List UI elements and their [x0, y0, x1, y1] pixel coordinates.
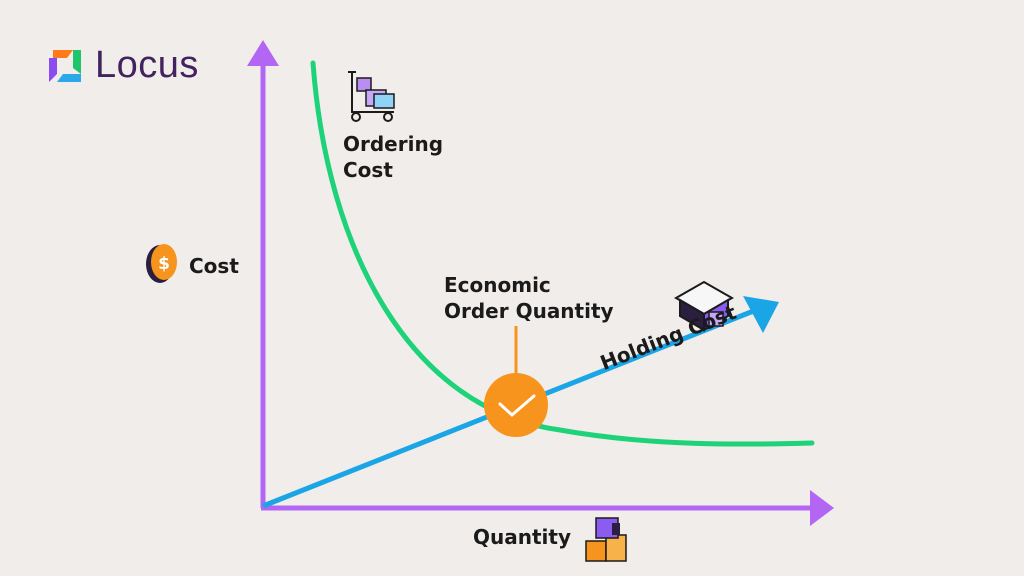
eoq-label: Economic Order Quantity [444, 272, 614, 324]
eoq-label-line1: Economic [444, 273, 551, 297]
brand-name: Locus [95, 44, 199, 86]
ordering-cost-label: Ordering Cost [343, 131, 443, 183]
cost-axis-label: Cost [189, 254, 239, 278]
checkmark-icon [498, 394, 536, 417]
quantity-axis-label: Quantity [473, 525, 571, 549]
locus-logo-icon [49, 50, 81, 82]
ordering-cost-label-line1: Ordering [343, 132, 444, 156]
eoq-label-line2: Order Quantity [444, 299, 614, 323]
brand-logo: Locus [45, 46, 199, 86]
dollar-coin-icon: $ [146, 244, 177, 283]
eoq-marker [484, 373, 548, 437]
x-axis-arrowhead [810, 490, 834, 526]
warehouse-icon [673, 280, 735, 332]
holding-cost-arrowhead [743, 296, 779, 333]
trolley-boxes-icon [348, 71, 395, 122]
ordering-cost-label-line2: Cost [343, 158, 393, 182]
stacked-boxes-icon [585, 517, 627, 562]
svg-text:$: $ [158, 254, 170, 274]
y-axis-arrowhead [247, 40, 279, 66]
